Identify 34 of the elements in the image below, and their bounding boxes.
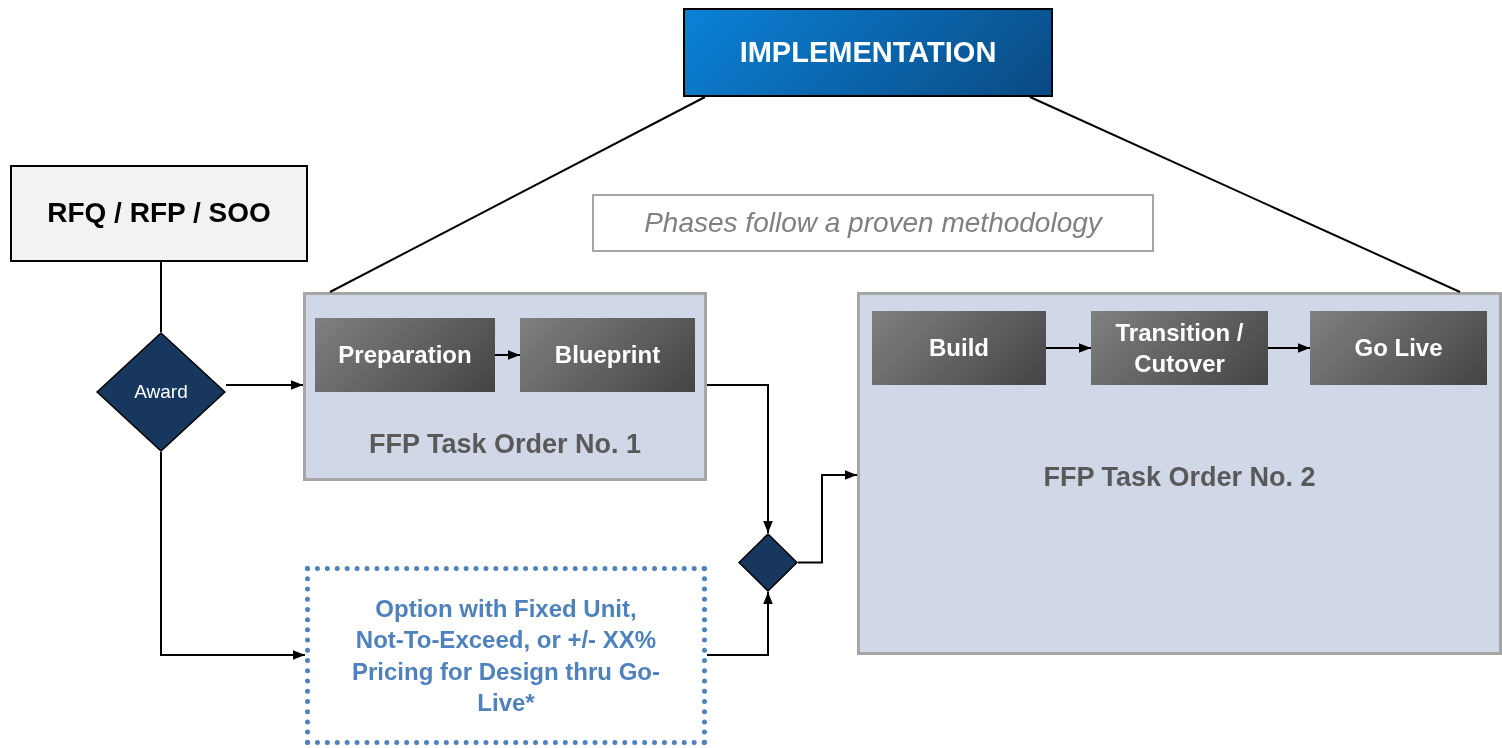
arrow	[797, 470, 858, 564]
node-label: Option with Fixed Unit, Not-To-Exceed, or +/- XX% Pricing for Design thru Go-Live*	[351, 594, 661, 718]
node-label: Build	[929, 333, 989, 364]
node-label: Phases follow a proven methodology	[644, 205, 1102, 240]
note-box	[592, 194, 1154, 252]
node-label: Blueprint	[554, 340, 661, 371]
panel-title: FFP Task Order No. 1	[368, 427, 642, 461]
option-box	[305, 566, 707, 745]
phase-box	[1091, 311, 1268, 385]
arrow	[706, 591, 773, 656]
arrow	[1267, 343, 1311, 353]
node-label: IMPLEMENTATION	[739, 34, 997, 70]
phase-box	[872, 311, 1046, 385]
connector-line	[160, 261, 162, 333]
task-order-panel	[857, 292, 1502, 655]
arrow	[1045, 343, 1092, 353]
node-label: Transition / Cutover	[1114, 317, 1245, 379]
panel-title: FFP Task Order No. 2	[1043, 461, 1316, 494]
connector-line	[329, 96, 706, 293]
node-label: Preparation	[338, 340, 472, 371]
connector-line	[1029, 96, 1461, 293]
arrow	[160, 451, 306, 660]
arrow	[225, 380, 304, 390]
phase-box	[1310, 311, 1487, 385]
node-label: RFQ / RFP / SOO	[47, 196, 271, 231]
node-label: Award	[134, 379, 188, 404]
phase-box	[315, 318, 495, 392]
node-label: Go Live	[1354, 333, 1443, 364]
arrow	[706, 384, 773, 534]
process-box	[10, 165, 308, 262]
task-order-panel	[303, 292, 707, 481]
arrow	[494, 350, 521, 360]
phase-header-box	[683, 8, 1053, 97]
phase-box	[520, 318, 695, 392]
